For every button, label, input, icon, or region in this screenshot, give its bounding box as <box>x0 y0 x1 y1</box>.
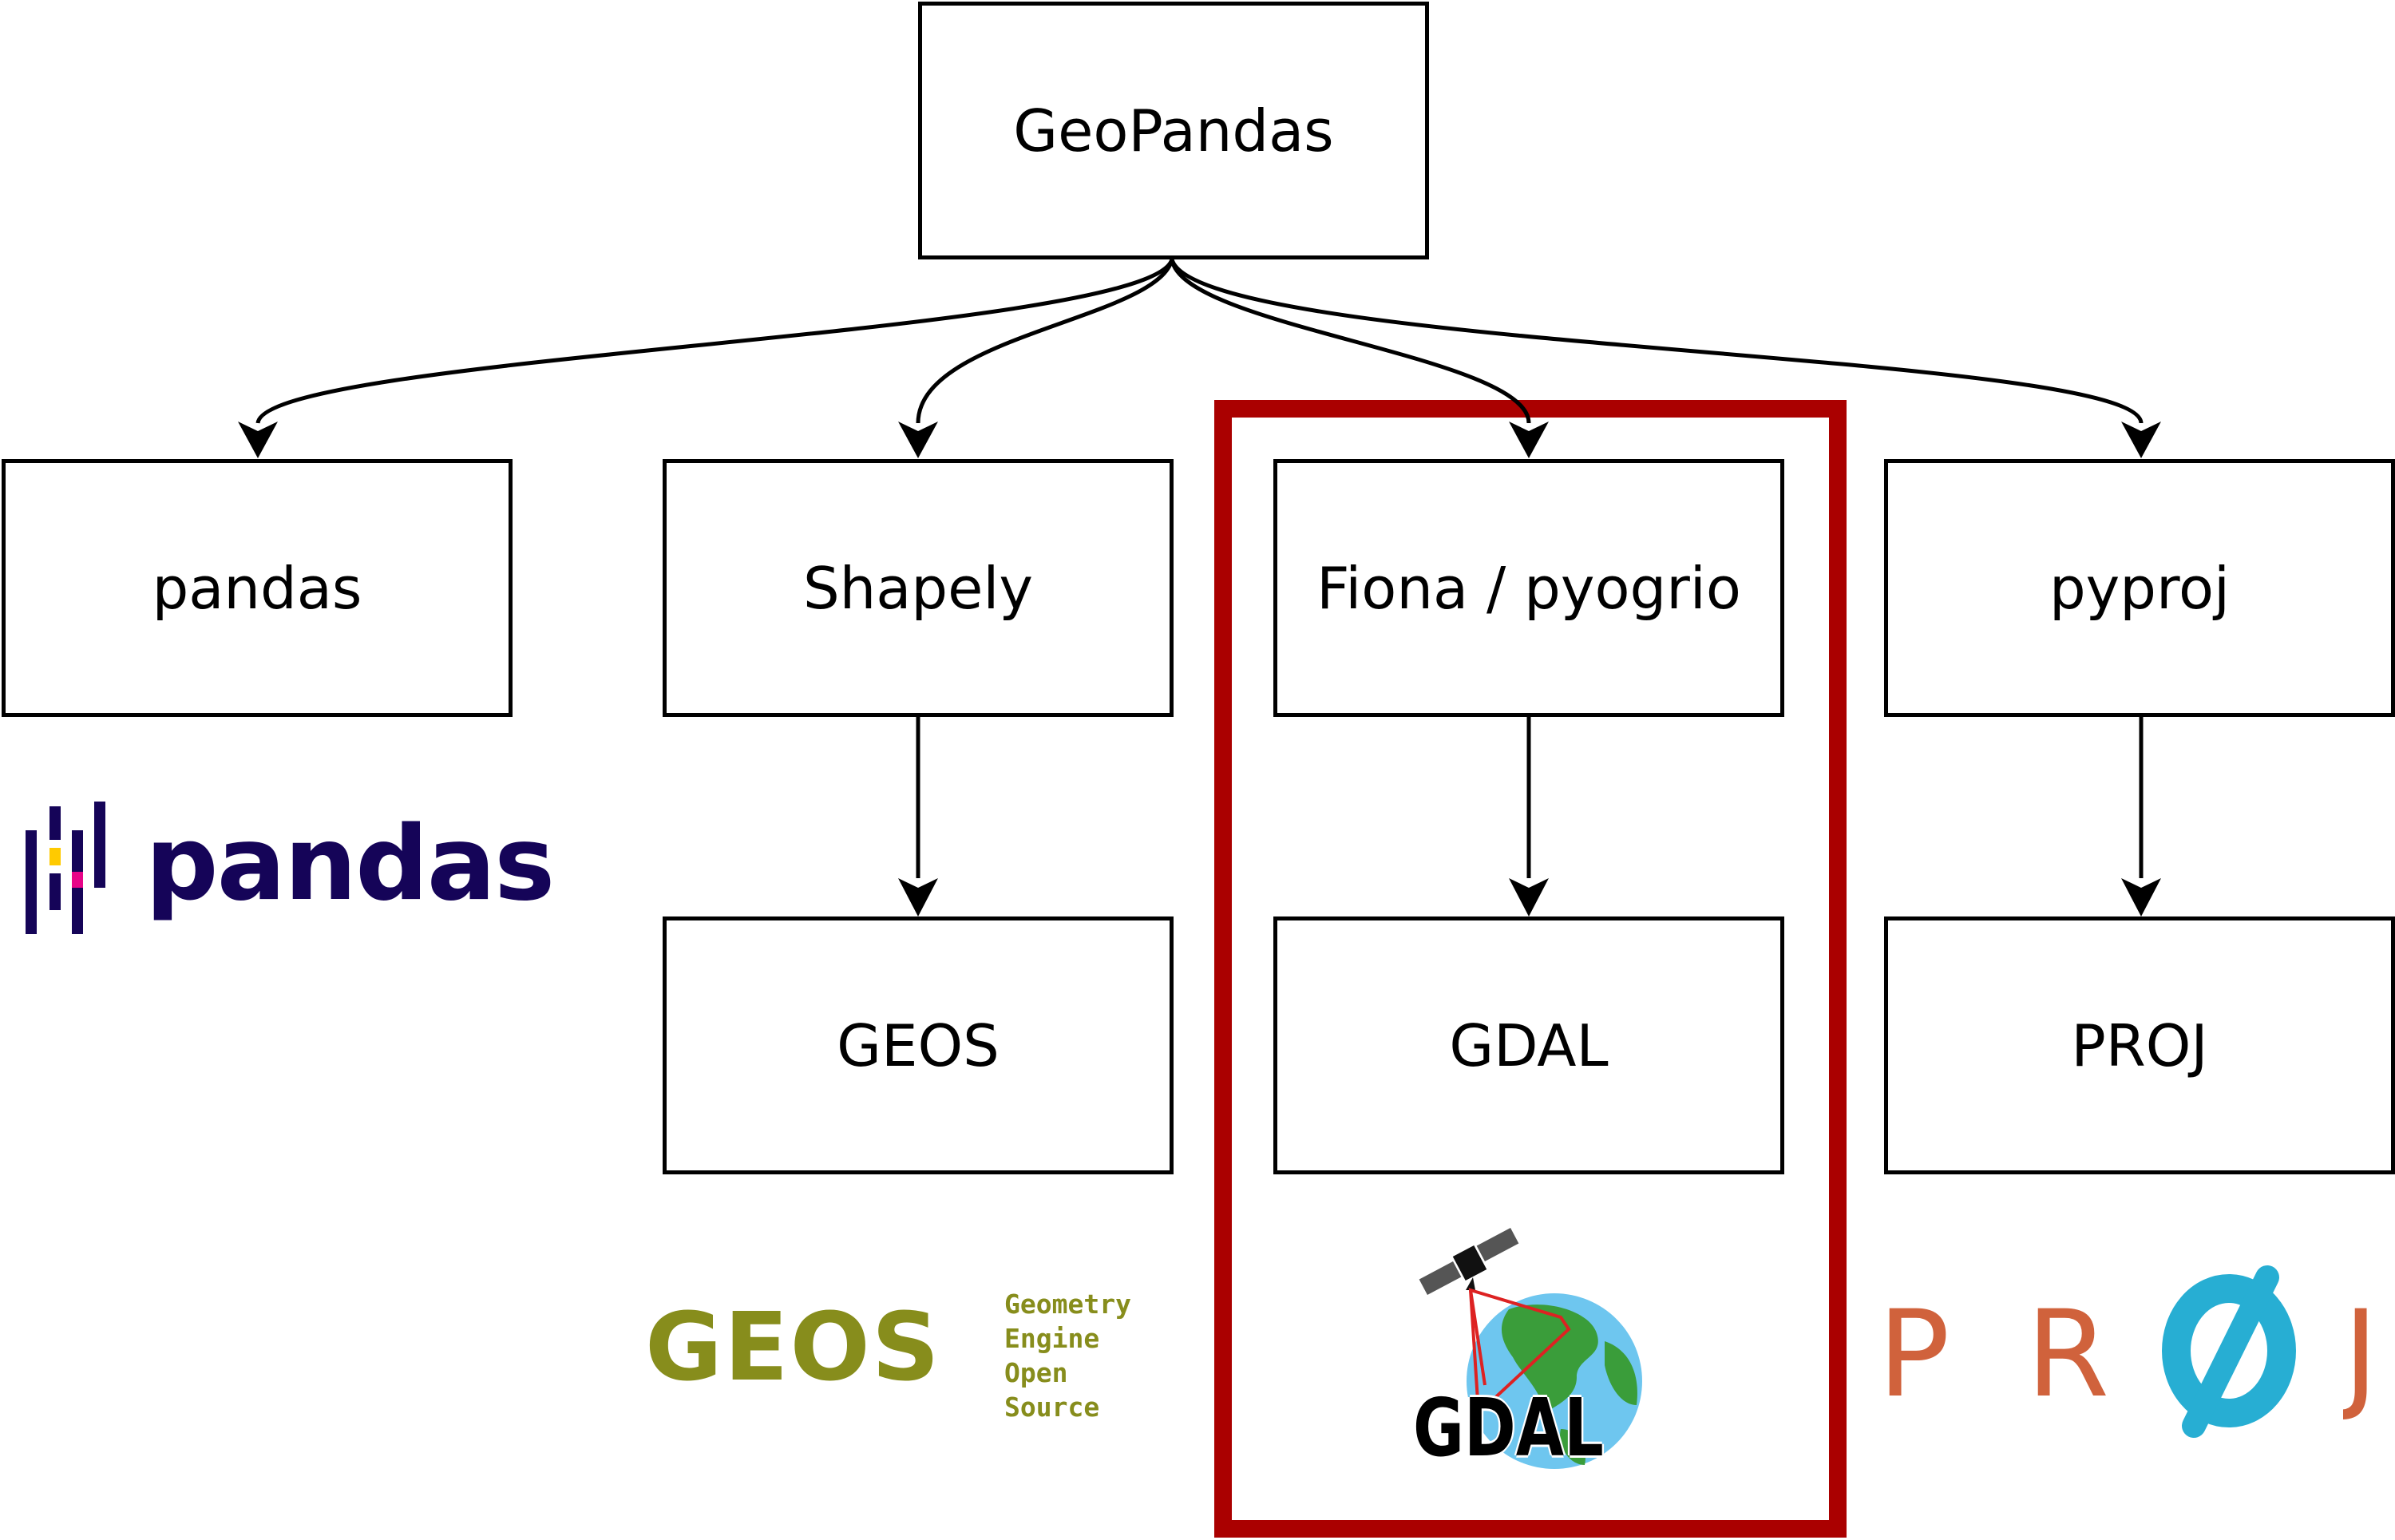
node-geopandas: GeoPandas <box>918 2 1429 259</box>
arrowhead-gdal <box>1509 878 1549 916</box>
edge-geopandas-pyproj <box>1170 259 2144 424</box>
node-pyproj: pyproj <box>1884 459 2395 717</box>
arrowhead-shapely <box>898 422 938 458</box>
proj-logo-icon <box>2162 1265 2296 1438</box>
node-fiona-pyogrio: Fiona / pyogrio <box>1273 459 1784 717</box>
arrowhead-pyproj <box>2121 422 2161 458</box>
pandas-logo-icon <box>26 802 105 934</box>
arrowhead-proj <box>2121 878 2161 916</box>
geos-logo-subtitle: Geometry Engine Open Source <box>1004 1287 1131 1424</box>
geos-subtitle-line: Open <box>1004 1357 1068 1388</box>
node-pandas: pandas <box>2 459 513 717</box>
node-proj: PROJ <box>1884 916 2395 1174</box>
globe-icon <box>1467 1288 1642 1469</box>
gdal-logo-text: GDAL <box>1413 1381 1604 1475</box>
edge-geopandas-pandas <box>255 258 1174 424</box>
satellite-icon <box>1419 1228 1519 1295</box>
node-gdal: GDAL <box>1273 916 1784 1174</box>
geos-subtitle-line: Geometry <box>1004 1289 1131 1320</box>
edge-geopandas-shapely <box>916 259 1174 424</box>
edge-geopandas-fiona <box>1170 259 1531 424</box>
arrowhead-geos <box>898 878 938 916</box>
node-geos: GEOS <box>663 916 1174 1174</box>
pandas-logo-text: pandas <box>145 805 555 924</box>
proj-logo-letter-r: R <box>2026 1285 2110 1424</box>
highlight-frame <box>1214 400 1847 1538</box>
geos-subtitle-line: Engine <box>1004 1323 1100 1354</box>
geos-subtitle-line: Source <box>1004 1392 1100 1423</box>
proj-logo-letter-p: P <box>1878 1285 1950 1424</box>
arrowhead-fiona <box>1509 422 1549 458</box>
arrowhead-pandas <box>238 422 278 458</box>
node-shapely: Shapely <box>663 459 1174 717</box>
geos-logo-text: GEOS <box>645 1292 941 1402</box>
proj-logo-letter-j: J <box>2343 1285 2379 1424</box>
